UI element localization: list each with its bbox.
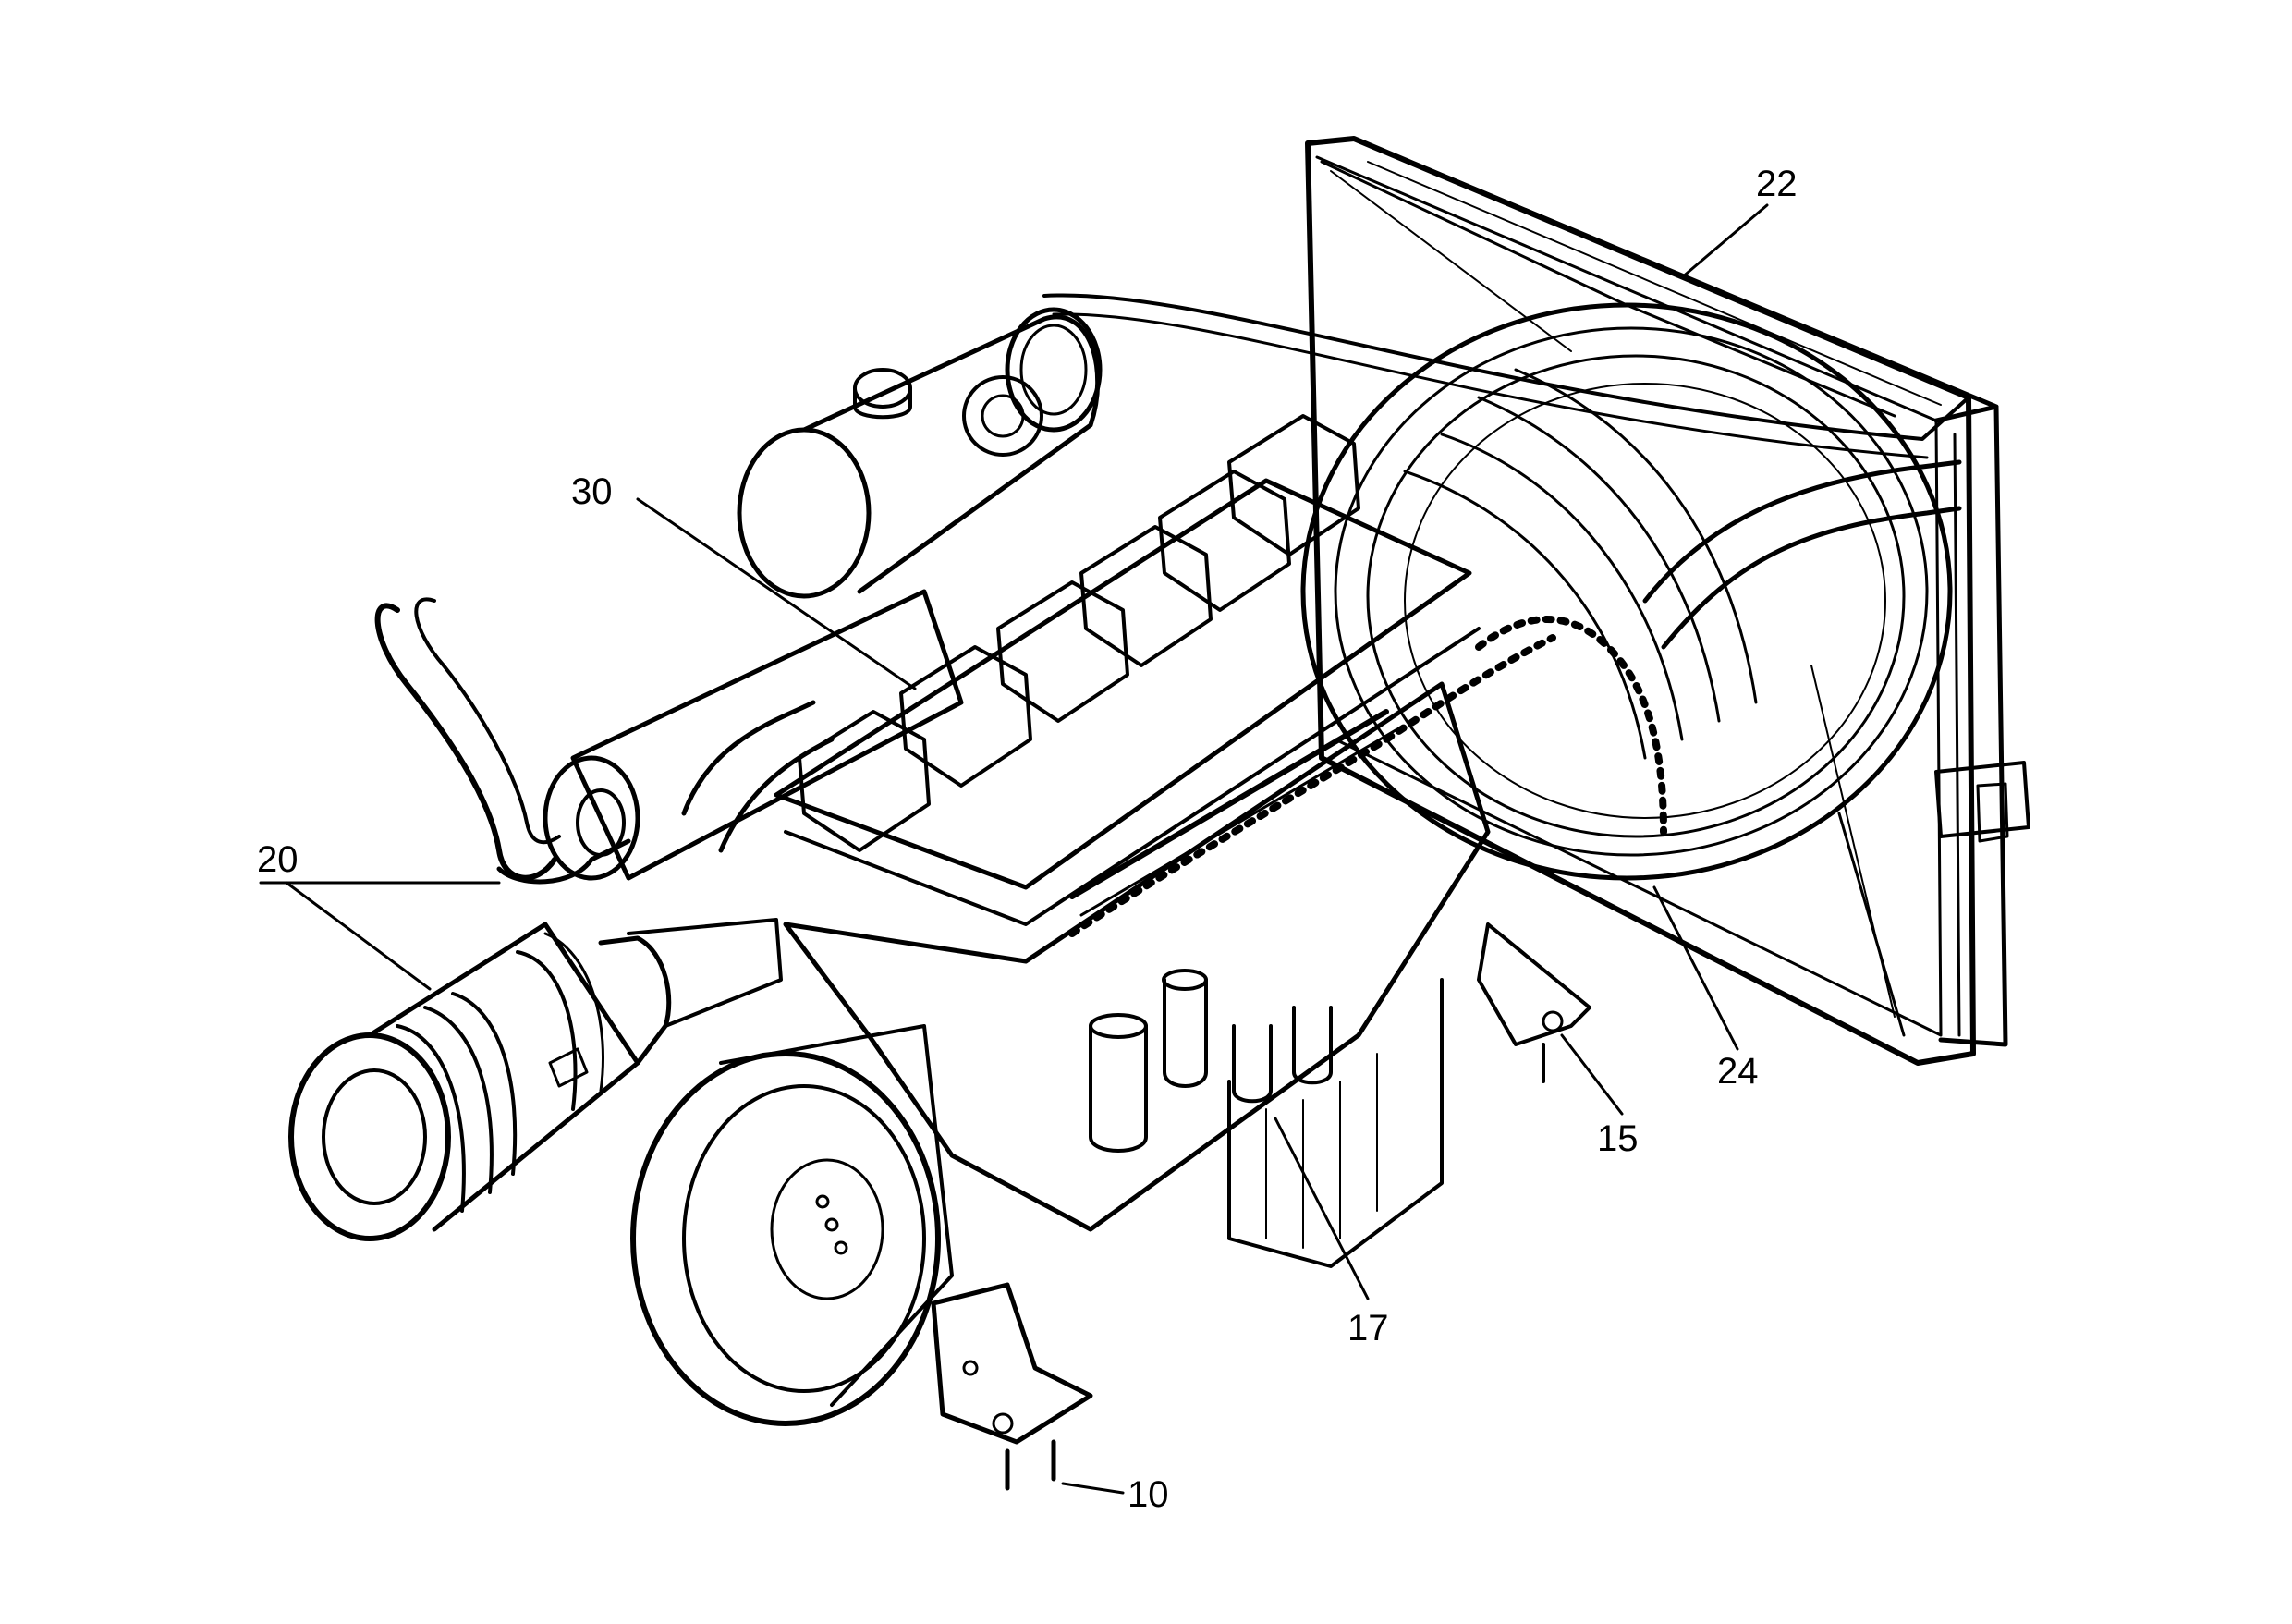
callout-24: 24 xyxy=(1717,1051,1759,1092)
callout-labels: 22 30 20 24 15 17 10 xyxy=(257,164,1798,1515)
leader-30 xyxy=(636,497,917,690)
cooling-fan xyxy=(1300,302,1953,881)
flywheel-housing xyxy=(630,1024,1093,1491)
top-tank xyxy=(737,307,1103,599)
air-cleaner xyxy=(288,589,964,1241)
callout-20: 20 xyxy=(257,839,299,880)
callout-17: 17 xyxy=(1347,1308,1389,1349)
leader-24 xyxy=(1652,885,1739,1051)
callout-30: 30 xyxy=(571,471,613,512)
radiator-assembly xyxy=(1042,136,2030,1066)
leader-17 xyxy=(1274,1117,1370,1300)
leader-lines xyxy=(259,203,1769,1495)
leader-15 xyxy=(1560,1033,1624,1116)
callout-15: 15 xyxy=(1597,1118,1639,1159)
leader-22 xyxy=(1680,203,1769,279)
cylinder-head xyxy=(681,414,1667,937)
leader-20b xyxy=(285,881,432,991)
engine-block xyxy=(783,681,1591,1268)
callout-22: 22 xyxy=(1756,164,1798,204)
leader-10 xyxy=(1061,1482,1125,1495)
callout-10: 10 xyxy=(1128,1474,1169,1515)
